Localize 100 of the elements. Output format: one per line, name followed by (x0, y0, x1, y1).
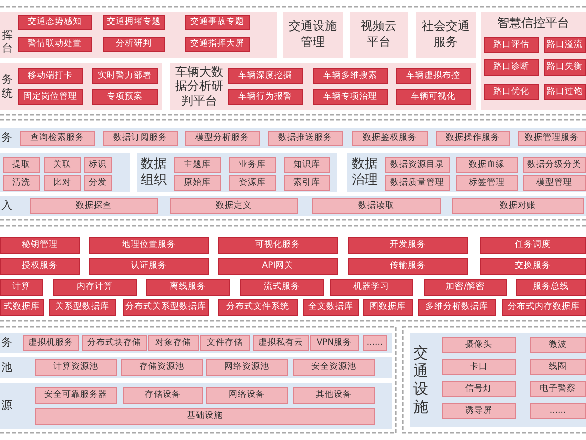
module-box: 原始库 (174, 175, 221, 191)
module-box: 微波 (530, 337, 586, 353)
service-box: 交通事故专题 (185, 15, 250, 30)
layer-band (0, 357, 392, 378)
module-box: 安全资源池 (293, 359, 375, 376)
module-box: 资源库 (229, 175, 276, 191)
service-box: 内存计算 (53, 279, 137, 296)
service-box: 分布式关系型数据库 (123, 299, 209, 316)
service-box: 任务调度 (480, 237, 586, 254)
service-box: 认证服务 (89, 258, 209, 275)
system-panel (0, 63, 162, 110)
module-box: 其他设备 (293, 387, 375, 404)
module-box: 数据推送服务 (268, 131, 343, 146)
layer-band (0, 128, 586, 148)
module-box: 数据订阅服务 (103, 131, 178, 146)
system-box: 视频云平台 (350, 12, 408, 58)
module-box: 摄像头 (442, 337, 516, 353)
module-box: 关联 (44, 157, 81, 173)
service-box: 关系型数据库 (49, 299, 116, 316)
service-box: 地理位置服务 (89, 237, 209, 254)
panel-heading: 务统 (1, 72, 14, 102)
group-heading: 数据组织 (140, 156, 168, 189)
group-panel (347, 153, 586, 192)
module-box: 数据血缘 (456, 157, 518, 173)
service-box: 路口过饱 (544, 84, 586, 100)
module-box: 数据读取 (312, 198, 441, 214)
service-box: 路口优化 (484, 84, 539, 100)
module-box: 业务库 (229, 157, 276, 173)
service-box: 车辆深度挖掘 (228, 68, 303, 84)
module-box: ...... (363, 335, 387, 351)
service-box: 加密/解密 (424, 279, 507, 296)
module-box: 信号灯 (442, 381, 516, 397)
module-box: 模型管理 (523, 175, 586, 191)
module-box: 计算资源池 (35, 359, 117, 376)
module-box: 数据分级分类 (523, 157, 586, 173)
service-box: API网关 (218, 258, 338, 275)
layer-band (0, 333, 392, 353)
service-box: 离线服务 (146, 279, 230, 296)
group-panel (410, 333, 586, 427)
module-box: 标签管理 (456, 175, 518, 191)
layer-label: 务 (0, 130, 14, 146)
panel-heading: 智慧信控平台 (496, 14, 570, 32)
service-box: 警情联动处置 (18, 37, 92, 52)
module-box: 知识库 (284, 157, 330, 173)
service-box: 路口失衡 (544, 59, 586, 76)
layer-band (0, 383, 392, 429)
module-box: 网络资源池 (206, 359, 288, 376)
module-box: 诱导屏 (442, 403, 516, 419)
module-box: VPN服务 (310, 335, 359, 351)
system-panel (170, 63, 476, 110)
service-box: 服务总线 (516, 279, 586, 296)
service-box: 交通态势感知 (18, 15, 92, 30)
service-box: 交通拥堵专题 (103, 15, 165, 30)
service-box: 分析研判 (103, 37, 165, 52)
service-box: 可视化服务 (218, 237, 338, 254)
module-box: 查询检索服务 (20, 131, 95, 146)
module-box: 数据操作服务 (436, 131, 510, 146)
service-box: 授权服务 (0, 258, 80, 275)
service-box: 车辆多维搜索 (313, 68, 388, 84)
module-box: 虚拟私有云 (253, 335, 309, 351)
service-box: 计算 (0, 279, 43, 296)
panel-heading: 车辆大数据分析研判平台 (174, 65, 224, 108)
service-box: 车辆专项治理 (313, 89, 388, 105)
service-box: 车辆可视化 (396, 89, 471, 105)
service-box: 车辆虚拟布控 (396, 68, 471, 84)
module-box: 索引库 (284, 175, 330, 191)
service-box: 固定岗位管理 (18, 89, 83, 105)
module-box: 电子警察 (530, 381, 586, 397)
group-panel (137, 153, 337, 192)
service-box: 移动端打卡 (18, 68, 83, 84)
system-box: 社会交通服务 (416, 12, 476, 58)
service-box: 全文数据库 (303, 299, 359, 316)
group-heading: 数据治理 (351, 156, 379, 189)
module-box: 数据定义 (170, 198, 298, 214)
layer-label: 池 (0, 360, 14, 376)
service-box: 机器学习 (330, 279, 413, 296)
module-box: 数据质量管理 (385, 175, 450, 191)
module-box: 卡口 (442, 359, 516, 375)
module-box: 基础设施 (35, 408, 375, 425)
service-box: 交换服务 (480, 258, 586, 275)
module-box: 数据探查 (30, 198, 158, 214)
service-box: 路口评估 (484, 37, 539, 53)
service-box: 开发服务 (348, 237, 468, 254)
module-box: 安全可靠服务器 (35, 387, 117, 404)
module-box: 分发 (84, 175, 112, 191)
module-box: 虚拟机服务 (23, 335, 79, 351)
service-box: 交通指挥大屏 (185, 37, 250, 52)
module-box: 比对 (44, 175, 81, 191)
service-box: 图数据库 (363, 299, 413, 316)
service-box: 路口诊断 (484, 59, 539, 76)
module-box: 数据管理服务 (518, 131, 586, 146)
module-box: 模型分析服务 (185, 131, 260, 146)
module-box: 线圈 (530, 359, 586, 375)
module-box: 清洗 (3, 175, 40, 191)
module-box: 网络设备 (206, 387, 288, 404)
module-box: ...... (530, 403, 586, 419)
service-box: 多维分析数据库 (418, 299, 496, 316)
service-box: 专项预案 (92, 89, 158, 105)
service-box: 分布式文件系统 (218, 299, 298, 316)
module-box: 主题库 (174, 157, 221, 173)
